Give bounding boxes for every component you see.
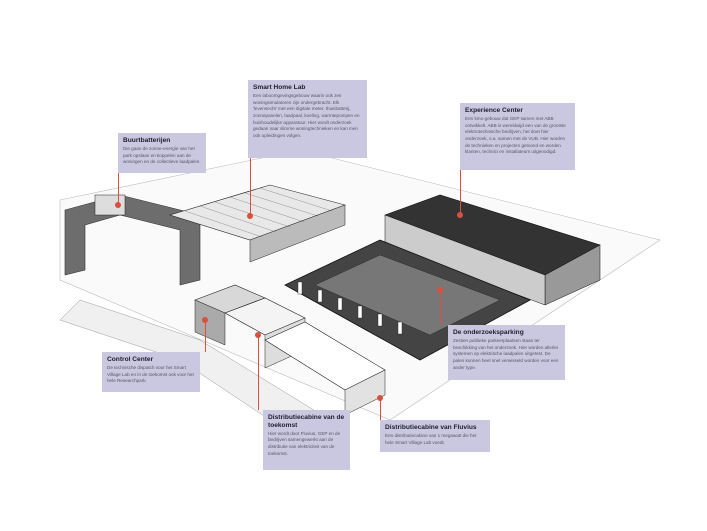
experience-center-front (384, 214, 546, 306)
smart-home-lab-wall (249, 204, 346, 263)
leader-line (258, 335, 259, 410)
marker-dot (457, 212, 463, 218)
leader-line (250, 158, 251, 216)
callout-title: De onderzoeksparking (453, 329, 524, 336)
parking-lane (314, 254, 501, 336)
callout-smart-home-lab: Smart Home Lab Een laboomgevingsgebouw w… (248, 80, 367, 158)
marker-dot (437, 287, 443, 293)
marker-dot (247, 213, 253, 219)
callout-distributiecabine-toekomst: Distributiecabine van de toekomst Hier w… (263, 410, 350, 470)
callout-text: Een distributiecabine van 1 megawatt die… (385, 432, 477, 445)
callout-onderzoeksparking: De onderzoeksparking Zestien publieke pa… (448, 325, 565, 380)
callout-text: Zestien publieke parkeerplaatsen staan t… (453, 337, 559, 370)
callout-text: Een kmo-gebouw dat GEP samen met ABB ont… (465, 115, 566, 155)
marker-dot (255, 332, 261, 338)
control-center-wall (194, 299, 226, 346)
callout-experience-center: Experience Center Een kmo-gebouw dat GEP… (460, 103, 575, 170)
marker-dot (115, 202, 121, 208)
callout-text: Een laboomgevingsgebouw waarin ook zes w… (253, 92, 360, 138)
callout-text: Hier wordt door Fluvius, GEP en de bedri… (268, 430, 341, 456)
callout-title: Experience Center (465, 107, 523, 114)
callout-buurtbatterijen: Buurtbatterijen Die gaan de zonne-energi… (118, 133, 206, 173)
callout-title: Control Center (107, 356, 154, 363)
distribution-cabin-fluvius-wall (344, 369, 386, 416)
marker-dot (202, 317, 208, 323)
marker-dot (377, 395, 383, 401)
leader-line (440, 290, 441, 325)
roof-panels (184, 187, 333, 238)
leader-line (460, 170, 461, 215)
callout-control-center: Control Center De technische dispatch vo… (102, 352, 200, 392)
callout-text: Die gaan de zonne-energie van het park o… (123, 145, 201, 165)
callout-title: Buurtbatterijen (123, 137, 171, 144)
callout-title: Smart Home Lab (253, 84, 306, 91)
leader-line (205, 320, 206, 352)
leader-line (118, 173, 119, 205)
battery-container (94, 194, 126, 216)
battery-enclosure (64, 194, 201, 286)
charging-posts (297, 281, 403, 335)
callout-text: De technische dispatch voor het Smart Vi… (107, 364, 194, 384)
callout-title: Distributiecabine van Fluvius (385, 424, 477, 431)
callout-distributiecabine-fluvius: Distributiecabine van Fluvius Een distri… (380, 420, 490, 452)
callout-title: Distributiecabine van de toekomst (268, 414, 345, 429)
